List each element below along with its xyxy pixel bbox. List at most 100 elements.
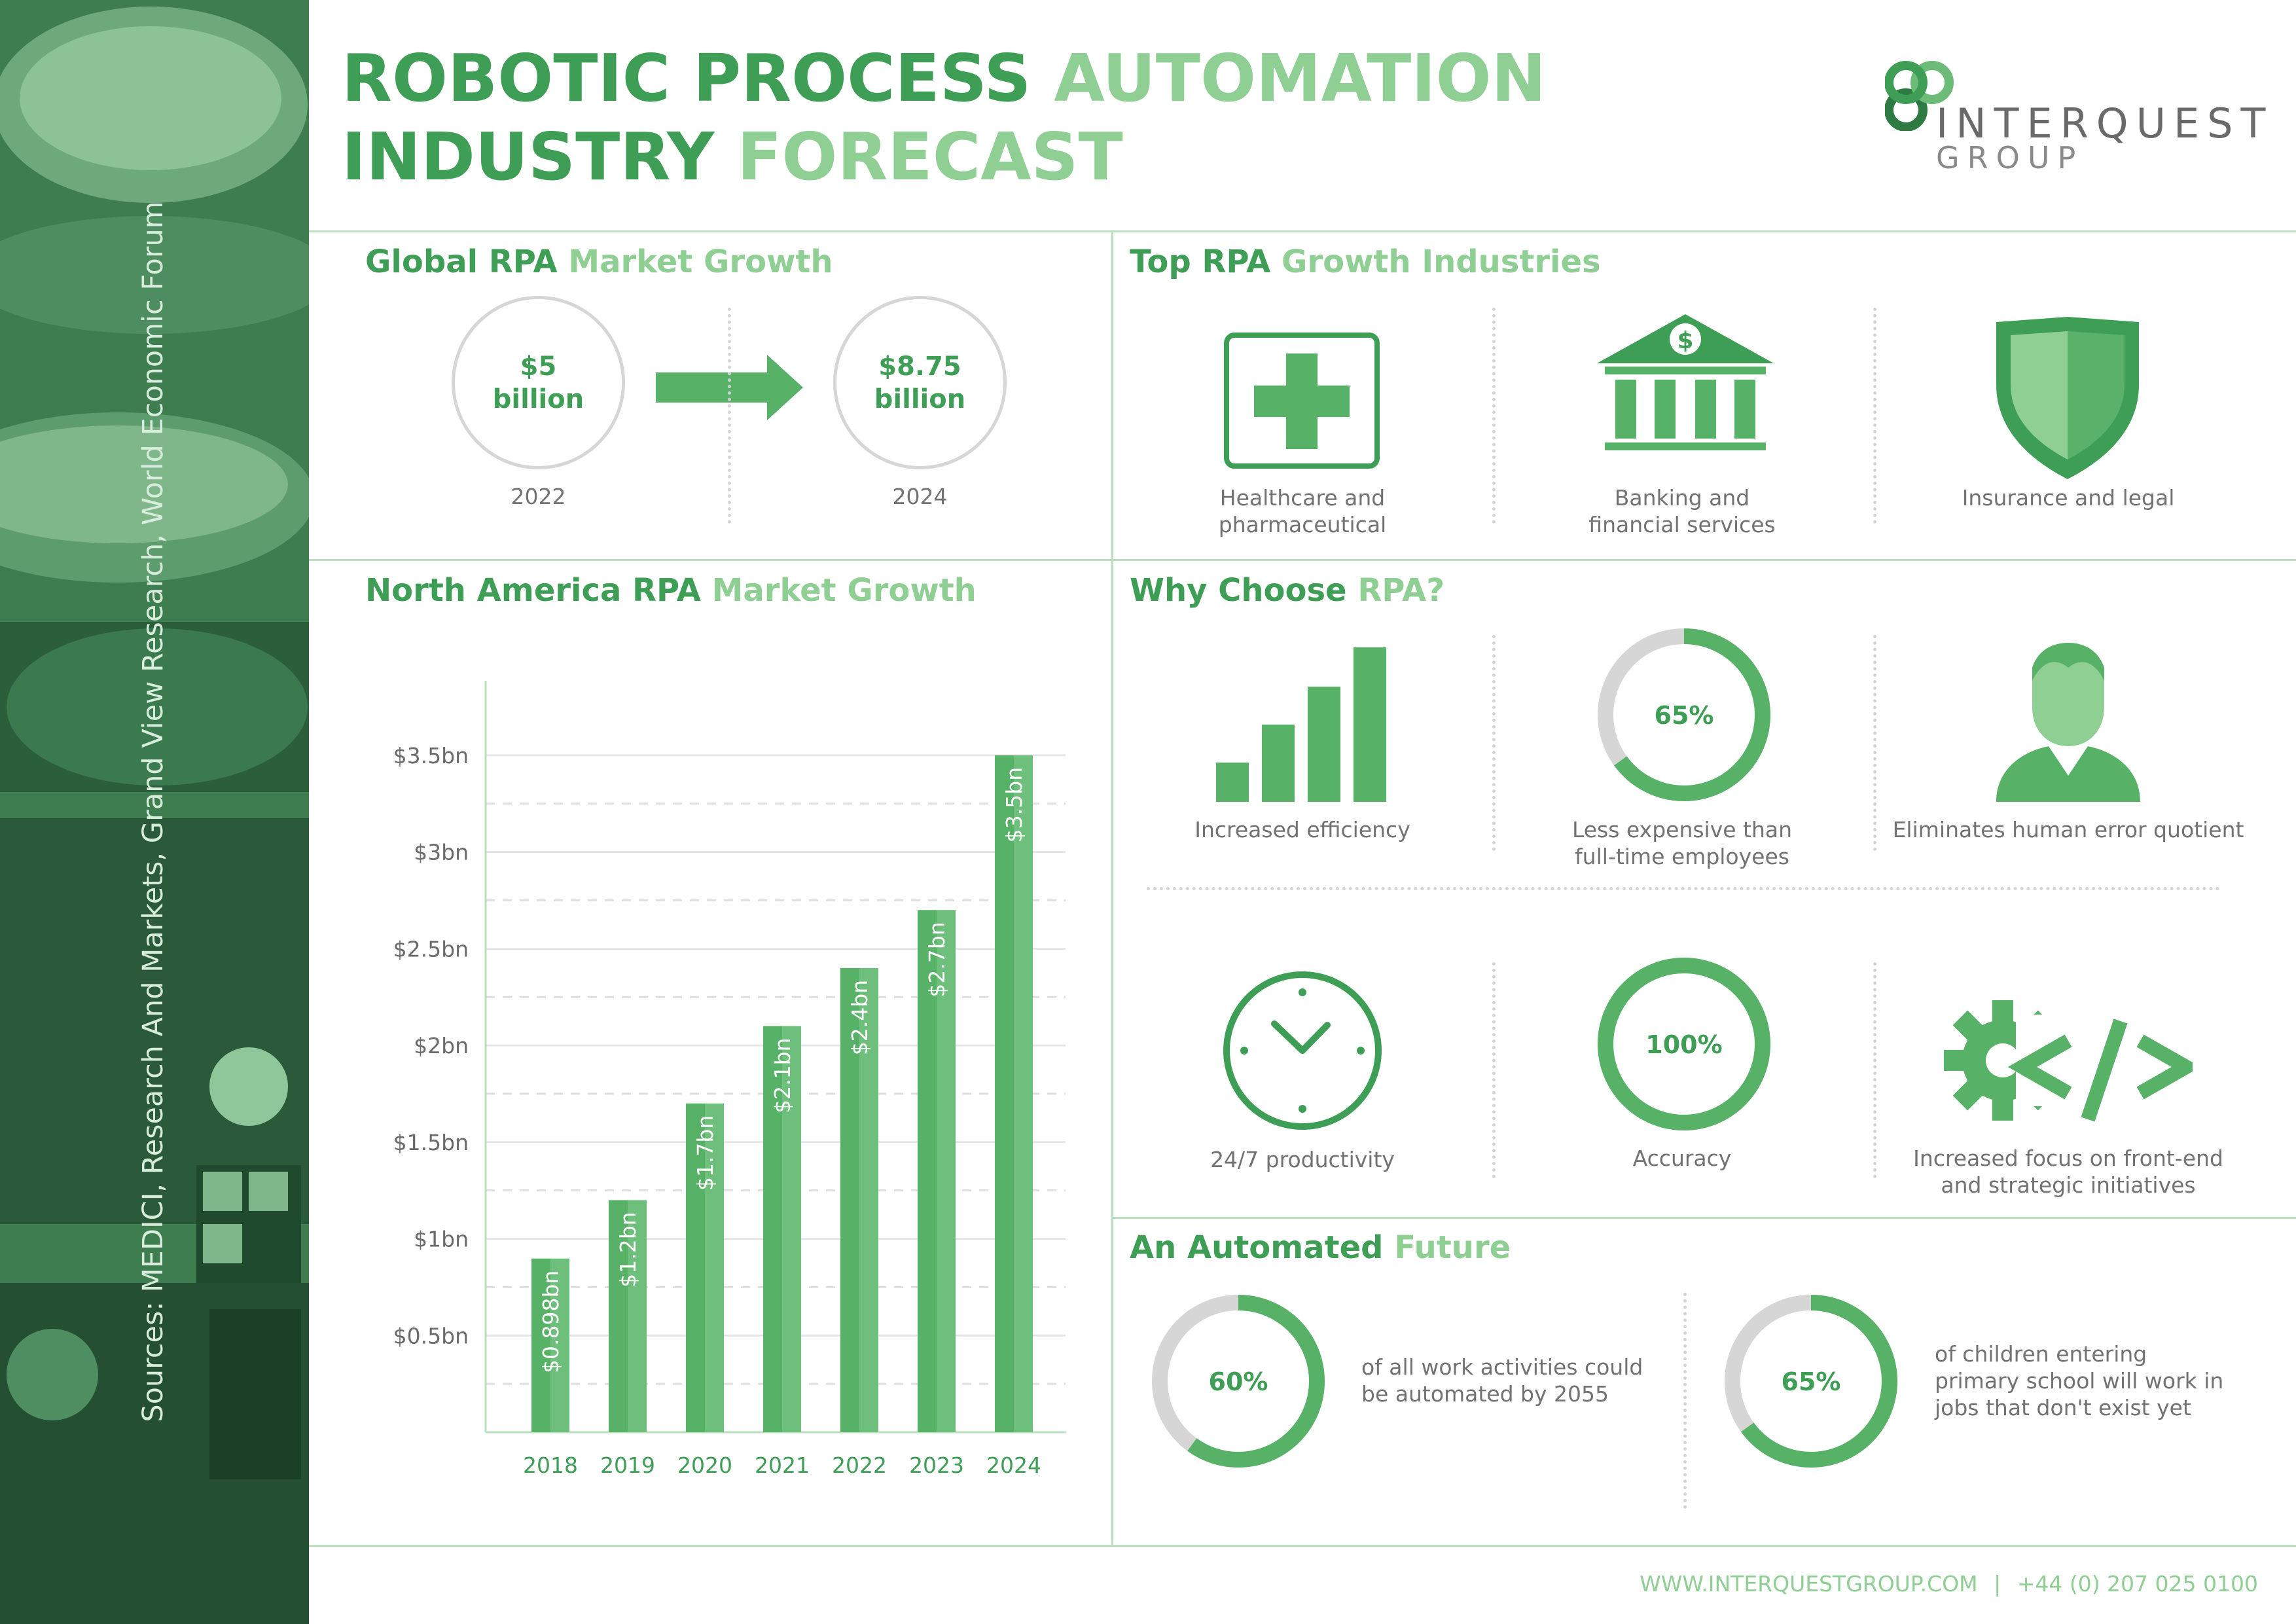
chart-bar bbox=[763, 1026, 782, 1432]
chart-category-label: 2021 bbox=[755, 1453, 810, 1478]
why-donut-100-label: 100% bbox=[1645, 1030, 1722, 1059]
industry-caption-insurance: Insurance and legal bbox=[1962, 485, 2175, 511]
chart-category-label: 2024 bbox=[986, 1453, 1041, 1478]
page-title: ROBOTIC PROCESS AUTOMATION INDUSTRY FORE… bbox=[342, 39, 1546, 196]
chart-bar-shade bbox=[937, 910, 956, 1432]
chart-bar bbox=[918, 910, 937, 1432]
global-2022-circle: $5 billion bbox=[452, 296, 625, 469]
chart-ytick-label: $3bn bbox=[414, 840, 469, 865]
chart-bar bbox=[686, 1103, 705, 1432]
bank-icon: $ bbox=[1597, 314, 1774, 450]
why-caption-human-error: Eliminates human error quotient bbox=[1892, 817, 2244, 842]
chart-bar-shade bbox=[782, 1026, 801, 1432]
gear-code-icon bbox=[1944, 1000, 2193, 1122]
chart-category-label: 2022 bbox=[832, 1453, 887, 1478]
global-2024-circle: $8.75 billion bbox=[833, 296, 1007, 469]
future-donut-60-label: 60% bbox=[1209, 1367, 1268, 1396]
chart-bar bbox=[995, 755, 1014, 1432]
chart-value-label: $0.898bn bbox=[538, 1271, 564, 1373]
chart-category-label: 2023 bbox=[909, 1453, 964, 1478]
chart-bar bbox=[840, 967, 859, 1432]
global-2024-unit: billion bbox=[874, 384, 966, 414]
why-divider-1 bbox=[1492, 635, 1496, 851]
chart-ytick-label: $3.5bn bbox=[393, 743, 469, 768]
future-donut-65-label: 65% bbox=[1782, 1367, 1841, 1396]
global-divider-dots bbox=[728, 308, 731, 524]
industries-divider-2 bbox=[1873, 308, 1876, 524]
industries-divider-1 bbox=[1492, 308, 1496, 524]
north-america-title: North America RPA Market Growth bbox=[365, 572, 977, 609]
chart-bar-shade bbox=[550, 1258, 569, 1432]
sources-text: Sources: MEDICI, Research And Markets, G… bbox=[137, 201, 170, 1422]
future-text-children: of children entering primary school will… bbox=[1935, 1341, 2224, 1420]
chart-category-label: 2018 bbox=[523, 1453, 578, 1478]
sidebar-photo-art bbox=[0, 0, 309, 1624]
chart-ytick-label: $2bn bbox=[414, 1033, 469, 1058]
person-icon bbox=[1996, 643, 2140, 802]
shield-icon bbox=[1996, 317, 2139, 479]
chart-value-label: $2.7bn bbox=[924, 922, 950, 997]
divider-bottom bbox=[309, 1545, 2296, 1547]
logo-line1: INTERQUEST bbox=[1936, 99, 2274, 147]
future-text-automation: of all work activities could be automate… bbox=[1361, 1354, 1643, 1407]
medical-cross-icon bbox=[1224, 333, 1380, 469]
chart-bar-shade bbox=[705, 1103, 724, 1432]
global-2022-value: $5 bbox=[520, 351, 557, 382]
logo: INTERQUEST GROUP bbox=[1885, 59, 2265, 177]
bar-chart-icon bbox=[1216, 647, 1386, 802]
why-row-divider bbox=[1147, 887, 2220, 890]
chart-category-label: 2020 bbox=[677, 1453, 732, 1478]
why-caption-front-end: Increased focus on front-end and strateg… bbox=[1913, 1146, 2223, 1198]
why-caption-accuracy: Accuracy bbox=[1632, 1146, 1732, 1171]
footer-separator: | bbox=[1994, 1571, 2001, 1597]
footer-website-link[interactable]: WWW.INTERQUESTGROUP.COM bbox=[1640, 1571, 1978, 1597]
sidebar: Sources: MEDICI, Research And Markets, G… bbox=[0, 0, 309, 1624]
title-line1-b: AUTOMATION bbox=[1054, 40, 1547, 117]
industries-title: Top RPA Growth Industries bbox=[1130, 244, 1601, 280]
chart-ytick-label: $1.5bn bbox=[393, 1130, 469, 1155]
chart-value-label: $1.2bn bbox=[615, 1212, 641, 1287]
north-america-chart: $0.5bn $1bn $1.5bn $2bn $2.5bn $3bn $3.5bn $0.8… bbox=[393, 681, 1066, 1478]
chart-value-label: $1.7bn bbox=[692, 1115, 718, 1191]
divider-top bbox=[309, 230, 2296, 232]
why-title: Why Choose RPA? bbox=[1130, 572, 1445, 609]
why-caption-less-expensive: Less expensive than full-time employees bbox=[1571, 817, 1793, 869]
industry-caption-healthcare: Healthcare and pharmaceutical bbox=[1218, 485, 1387, 537]
chart-bar bbox=[609, 1200, 628, 1432]
future-title: An Automated Future bbox=[1130, 1229, 1511, 1266]
divider-vertical bbox=[1111, 230, 1113, 1545]
chart-value-label: $2.4bn bbox=[847, 980, 872, 1055]
global-2024-value: $8.75 bbox=[878, 351, 961, 382]
why-caption-efficiency: Increased efficiency bbox=[1194, 817, 1410, 842]
global-2022-unit: billion bbox=[492, 384, 584, 414]
logo-mark-icon bbox=[1885, 61, 1954, 131]
chart-category-label: 2019 bbox=[600, 1453, 655, 1478]
donut-65-icon: 65% bbox=[1598, 628, 1770, 801]
chart-ytick-label: $0.5bn bbox=[393, 1323, 469, 1348]
clock-icon bbox=[1223, 971, 1382, 1130]
industry-caption-banking: Banking and financial services bbox=[1588, 485, 1776, 537]
global-2024-year: 2024 bbox=[892, 484, 948, 509]
global-growth-title: Global RPA Market Growth bbox=[365, 244, 833, 280]
chart-bar-shade bbox=[628, 1200, 647, 1432]
svg-text:$: $ bbox=[1677, 327, 1693, 354]
chart-value-label: $2.1bn bbox=[770, 1038, 795, 1113]
divider-mid bbox=[309, 559, 2296, 561]
why-donut-65-label: 65% bbox=[1655, 701, 1714, 730]
chart-value-label: $3.5bn bbox=[1001, 767, 1027, 842]
title-line2-a: INDUSTRY bbox=[342, 118, 738, 195]
chart-bar-shade bbox=[1014, 755, 1033, 1432]
arrow-right-icon bbox=[656, 355, 803, 420]
footer-contact: WWW.INTERQUESTGROUP.COM | +44 (0) 207 02… bbox=[1640, 1571, 2258, 1597]
title-line2-b: FORECAST bbox=[737, 118, 1123, 195]
chart-ytick-label: $2.5bn bbox=[393, 936, 469, 962]
future-divider bbox=[1683, 1293, 1687, 1509]
donut-60-icon: 60% bbox=[1152, 1295, 1325, 1468]
chart-bar-shade bbox=[859, 967, 878, 1432]
footer-phone[interactable]: +44 (0) 207 025 0100 bbox=[2017, 1571, 2258, 1597]
global-2022-year: 2022 bbox=[511, 484, 566, 509]
why-caption-productivity: 24/7 productivity bbox=[1210, 1147, 1395, 1172]
chart-ytick-label: $1bn bbox=[414, 1227, 469, 1252]
why-divider-3 bbox=[1492, 962, 1496, 1178]
divider-future bbox=[1113, 1217, 2296, 1219]
